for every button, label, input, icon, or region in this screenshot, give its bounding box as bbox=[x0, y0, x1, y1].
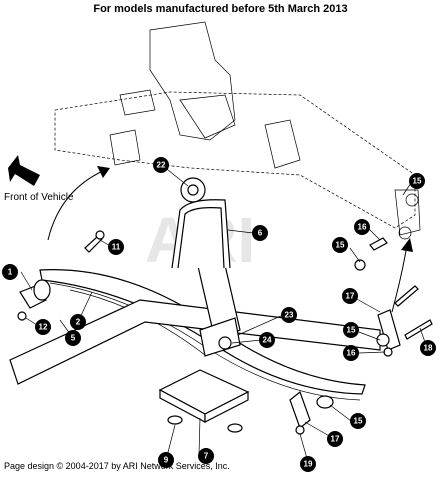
callout-number: 17 bbox=[346, 292, 355, 301]
callout-number: 9 bbox=[164, 456, 169, 465]
front-of-vehicle-label: Front of Vehicle bbox=[4, 192, 74, 203]
callout: 15 bbox=[332, 237, 348, 253]
callout: 12 bbox=[35, 319, 51, 335]
callout-number: 1 bbox=[8, 268, 13, 277]
frame-outline bbox=[54, 21, 421, 240]
callout: 15 bbox=[350, 413, 366, 429]
callout: 17 bbox=[342, 288, 358, 304]
callout-number: 15 bbox=[347, 326, 356, 335]
callout-number: 15 bbox=[336, 241, 345, 250]
callout-number: 11 bbox=[112, 243, 121, 252]
callout: 22 bbox=[153, 157, 169, 173]
callout: 9 bbox=[158, 452, 174, 468]
callout: 19 bbox=[300, 456, 316, 472]
callout: 1 bbox=[2, 264, 18, 280]
callout-number: 5 bbox=[71, 334, 76, 343]
callout-number: 19 bbox=[304, 460, 313, 469]
copyright-footer: Page design © 2004-2017 by ARI Network S… bbox=[4, 461, 230, 471]
callout: 2 bbox=[70, 314, 86, 330]
callout-number: 15 bbox=[413, 177, 422, 186]
callout: 7 bbox=[198, 448, 214, 464]
callout: 16 bbox=[354, 219, 370, 235]
callout-number: 12 bbox=[39, 323, 48, 332]
callout-number: 23 bbox=[285, 311, 294, 320]
callout: 15 bbox=[409, 173, 425, 189]
front-bushing bbox=[17, 279, 51, 321]
callout-number: 2 bbox=[76, 318, 81, 327]
callout: 16 bbox=[343, 345, 359, 361]
u-bolt bbox=[171, 199, 231, 269]
callout-number: 7 bbox=[204, 452, 209, 461]
callout: 18 bbox=[420, 340, 436, 356]
arrow-front bbox=[47, 169, 106, 241]
callout: 17 bbox=[327, 431, 343, 447]
callout: 24 bbox=[259, 332, 275, 348]
callout: 6 bbox=[252, 225, 268, 241]
callout-number: 16 bbox=[358, 223, 367, 232]
callout: 15 bbox=[343, 322, 359, 338]
callout-number: 22 bbox=[157, 161, 166, 170]
callout-number: 16 bbox=[347, 349, 356, 358]
callout-number: 18 bbox=[424, 344, 433, 353]
callout: 23 bbox=[281, 307, 297, 323]
rear-shackle bbox=[289, 237, 433, 435]
axle bbox=[9, 299, 381, 385]
callout-number: 15 bbox=[354, 417, 363, 426]
callout: 11 bbox=[108, 239, 124, 255]
front-arrow-icon bbox=[8, 155, 40, 186]
bolt-11 bbox=[84, 230, 105, 253]
callout-number: 17 bbox=[331, 435, 340, 444]
callout: 5 bbox=[65, 330, 81, 346]
page-title: For models manufactured before 5th March… bbox=[93, 3, 348, 15]
callout-number: 6 bbox=[258, 229, 263, 238]
callout-number: 24 bbox=[263, 336, 272, 345]
spring-plate bbox=[158, 369, 250, 433]
